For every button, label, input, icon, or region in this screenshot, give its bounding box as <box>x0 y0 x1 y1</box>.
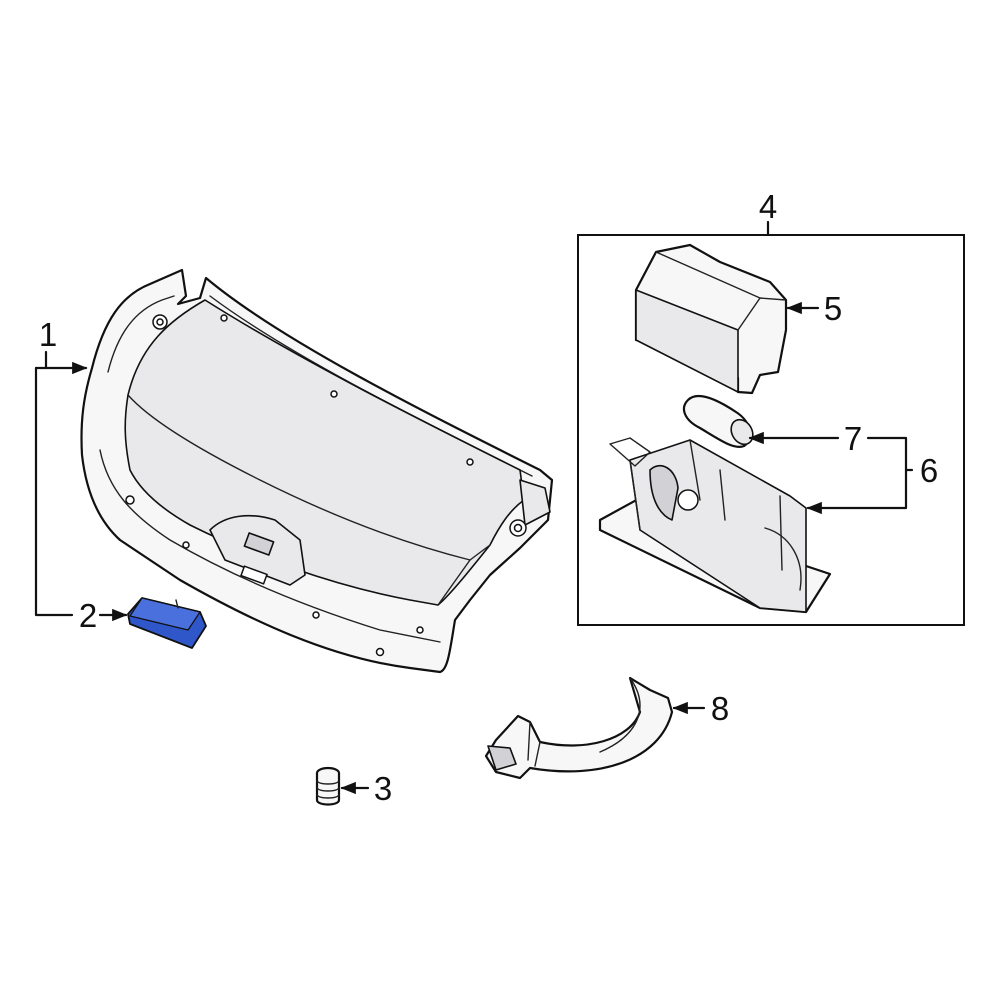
lamp-assembly-inset-box <box>577 234 965 626</box>
callout-8: 8 <box>711 690 729 727</box>
pull-handle-highlighted[interactable] <box>127 597 207 649</box>
callout-7: 7 <box>844 420 862 457</box>
leader-lines <box>34 220 914 795</box>
lamp-housing[interactable] <box>598 437 832 614</box>
side-trim-bracket[interactable] <box>484 676 674 780</box>
callout-5: 5 <box>824 290 842 327</box>
callout-3: 3 <box>374 770 392 807</box>
callout-4: 4 <box>759 188 777 225</box>
liftgate-trim-panel[interactable] <box>80 268 554 674</box>
lamp-cover[interactable] <box>634 243 788 395</box>
callout-6: 6 <box>920 452 938 489</box>
callout-1: 1 <box>39 316 57 353</box>
clip-grommet[interactable] <box>315 766 341 806</box>
callout-2: 2 <box>79 597 97 634</box>
bulb[interactable] <box>682 394 757 448</box>
